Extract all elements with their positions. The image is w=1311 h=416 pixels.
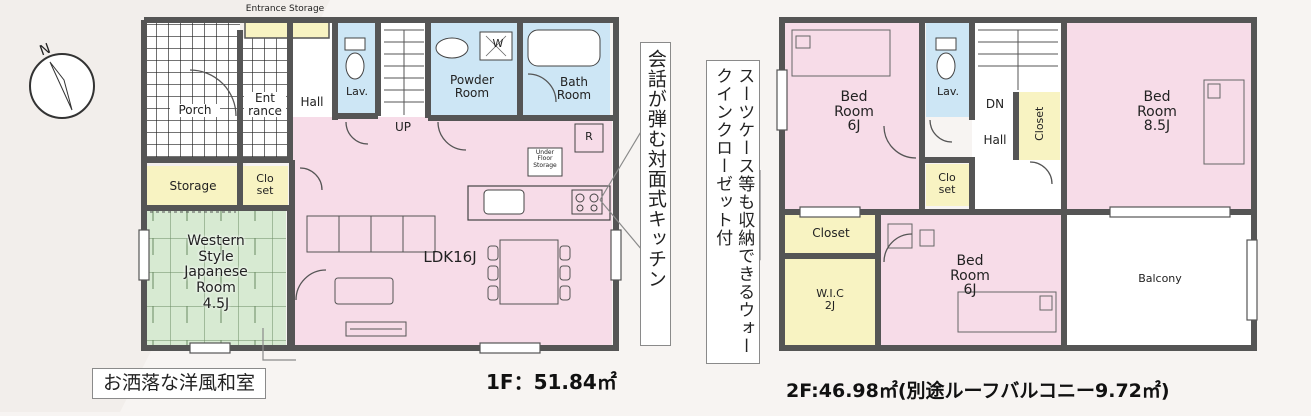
- bed-6j-bottom: [880, 214, 1062, 346]
- bed-6j-top: [785, 22, 920, 212]
- dn-label: DN: [985, 97, 1005, 111]
- washer-label: W: [492, 37, 504, 50]
- entrance-label: Ent rance: [244, 92, 286, 118]
- ldk-room: [292, 117, 612, 345]
- wic: [785, 258, 877, 346]
- stairs-1f: [378, 22, 428, 117]
- floor-2-area: 2F:46.98㎡(別途ルーフバルコニー9.72㎡): [786, 380, 1170, 402]
- kitchen-callout: 会話が弾む対面式キッチン: [640, 42, 671, 346]
- closet-2f-vertical: [1018, 92, 1060, 160]
- floor-1-plan: [138, 17, 622, 354]
- porch-floor: [146, 22, 240, 157]
- balcony-label: Balcony: [1138, 272, 1182, 285]
- bath-room-label: Bath Room: [556, 75, 592, 102]
- floor-2-plan: [776, 17, 1258, 351]
- wic-callout: スーツケース等も収納できるウォークインクローゼット付: [706, 60, 761, 364]
- lav-1f-label: Lav.: [345, 85, 369, 98]
- closet-2f-label: Closet: [812, 226, 850, 240]
- powder-room-label: Powder Room: [450, 73, 494, 100]
- bed-85j-label: Bed Room 8.5J: [1137, 89, 1177, 135]
- floor-1-area: 1F：51.84㎡: [486, 370, 617, 394]
- japanese-room-label: Western Style Japanese Room 4.5J: [184, 233, 248, 312]
- closet-2f-vertical-label: Closet: [1033, 106, 1047, 141]
- bed-6j-bottom-label: Bed Room 6J: [950, 253, 990, 299]
- bed-6j-top-label: Bed Room 6J: [834, 89, 874, 135]
- bed-85j: [1064, 22, 1252, 210]
- hall-1f-label: Hall: [300, 95, 324, 109]
- balcony: [1066, 214, 1252, 346]
- wic-label: W.I.C 2J: [816, 287, 844, 312]
- closet-1f-label: Clo set: [256, 172, 274, 197]
- closet-2f-small-label: Clo set: [938, 171, 956, 196]
- closet-1f: [242, 166, 288, 206]
- refrigerator-label: R: [585, 130, 593, 143]
- ldk-label: LDK16J: [423, 248, 477, 266]
- entrance-storage-label: Entrance Storage: [245, 4, 325, 14]
- storage-1f-label: Storage: [169, 179, 217, 193]
- lav-2f-label: Lav.: [936, 85, 960, 98]
- closet-2f: [785, 214, 877, 254]
- underfloor-storage-label: Under Floor Storage: [533, 149, 557, 169]
- closet-2f-small: [926, 164, 970, 206]
- stairs-up-label: UP: [394, 120, 412, 134]
- porch-label: Porch: [170, 104, 220, 117]
- compass: [29, 53, 95, 119]
- japanese-room-callout: お洒落な洋風和室: [92, 368, 267, 399]
- hall-2f-label: Hall: [983, 133, 1007, 147]
- storage-1f: [146, 166, 238, 206]
- japanese-room: [146, 210, 286, 345]
